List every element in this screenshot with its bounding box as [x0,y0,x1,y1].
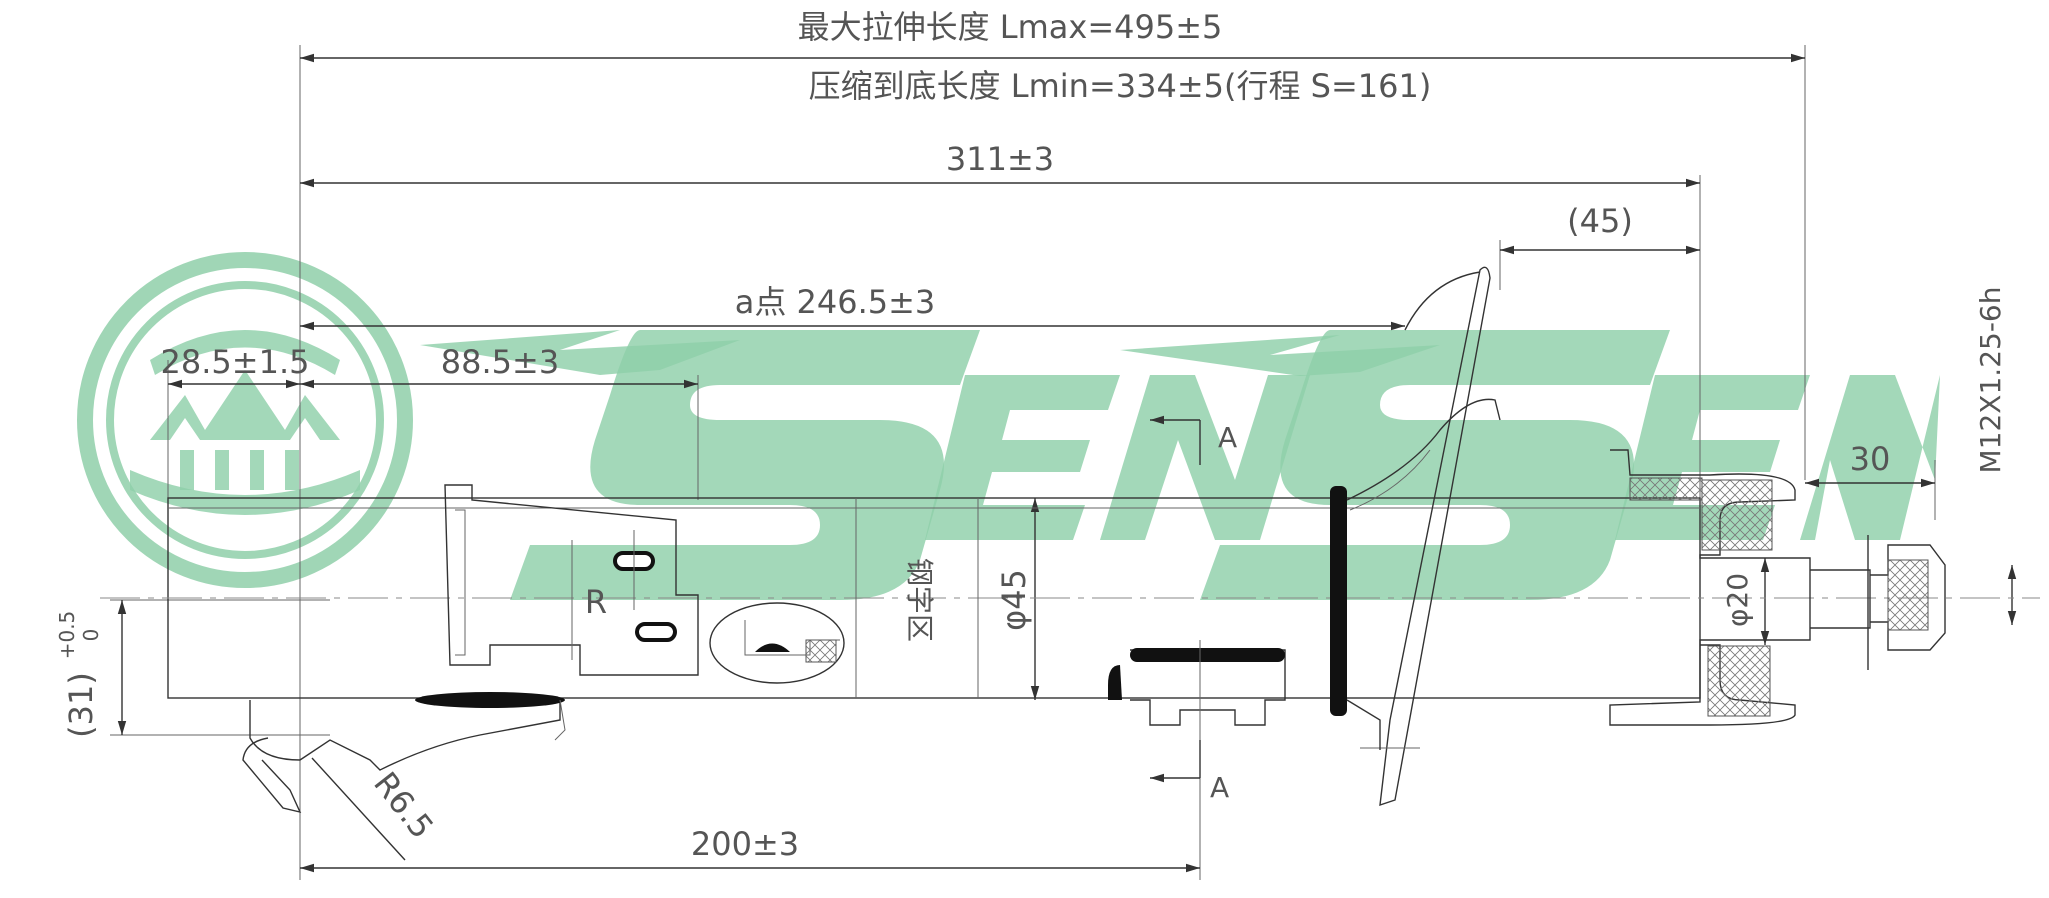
phi20-label: φ20 [1721,573,1754,627]
phi45-label: φ45 [995,569,1033,631]
dim-45-label: (45) [1567,202,1633,240]
section-a-bottom-label: A [1210,771,1229,804]
r-mark-label: R [585,583,607,621]
lmax-label: 最大拉伸长度 Lmax=495±5 [798,8,1223,46]
dim-200-label: 200±3 [691,825,799,863]
tol-lower-label: 0 [79,629,103,642]
section-a-top-label: A [1218,421,1237,454]
dimension-lines [110,45,2017,880]
thread-label: M12X1.25-6h [1974,287,2007,474]
dim-88-label: 88.5±3 [441,343,559,381]
r65-label: R6.5 [366,765,441,846]
sensen-logo-watermark [77,252,413,588]
dim-246-label: a点 246.5±3 [735,283,936,321]
lmin-label: 压缩到底长度 Lmin=334±5(行程 S=161) [809,67,1432,105]
dim-31-label: (31) [62,672,100,738]
dim-30-label: 30 [1850,440,1891,478]
dim-311-label: 311±3 [946,140,1054,178]
tol-upper-label: +0.5 [55,611,79,660]
section-a-marks [1150,415,1201,783]
dim-28-label: 28.5±1.5 [161,343,310,381]
steel-stamp-zone-label: 钢字区 [903,558,936,642]
shock-absorber-body [100,266,2040,814]
